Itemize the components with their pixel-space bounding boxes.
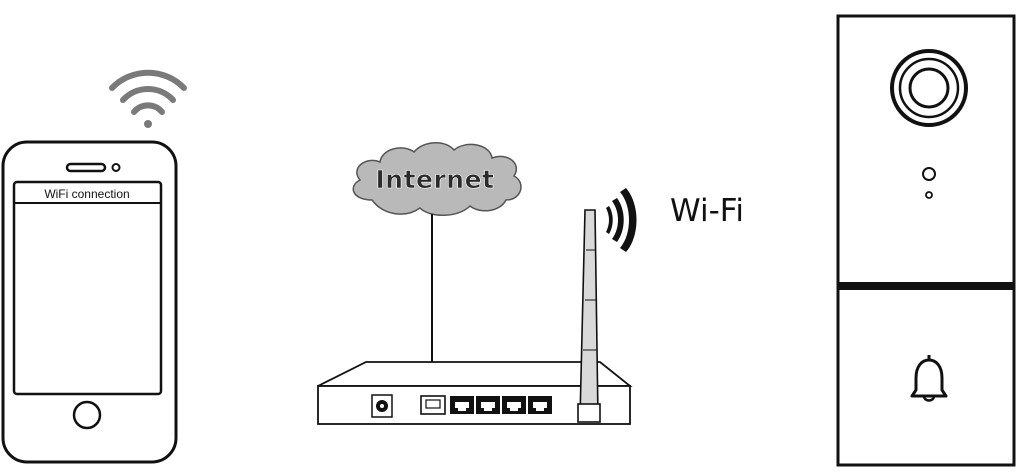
antenna-icon (577, 209, 601, 423)
phone-speaker (65, 162, 107, 173)
camera-lens-icon (890, 49, 968, 127)
bell-icon[interactable] (910, 355, 948, 402)
phone-home-button (72, 400, 102, 430)
wifi-label: Wi-Fi (670, 193, 744, 229)
cloud-label: Internet (375, 165, 494, 194)
lan-port (502, 396, 526, 414)
cloud-shape (352, 142, 522, 216)
wireless-waves-icon (606, 188, 637, 252)
wifi-signal-icon (109, 69, 187, 128)
power-port (371, 394, 393, 418)
router (317, 209, 633, 425)
phone-front-camera (111, 163, 121, 172)
lan-port (476, 396, 500, 414)
doorbell-divider (838, 282, 1014, 290)
lan-port (450, 396, 474, 414)
video-doorbell (836, 14, 1016, 467)
wan-port (420, 395, 446, 415)
light-sensor (922, 167, 936, 181)
lan-port (528, 396, 552, 414)
microphone-hole (925, 191, 933, 199)
phone-screen-title: WiFi connection (44, 187, 129, 201)
phone-screen (12, 180, 163, 396)
smartphone: WiFi connection (1, 69, 187, 464)
internet-cloud: Internet (352, 142, 522, 216)
